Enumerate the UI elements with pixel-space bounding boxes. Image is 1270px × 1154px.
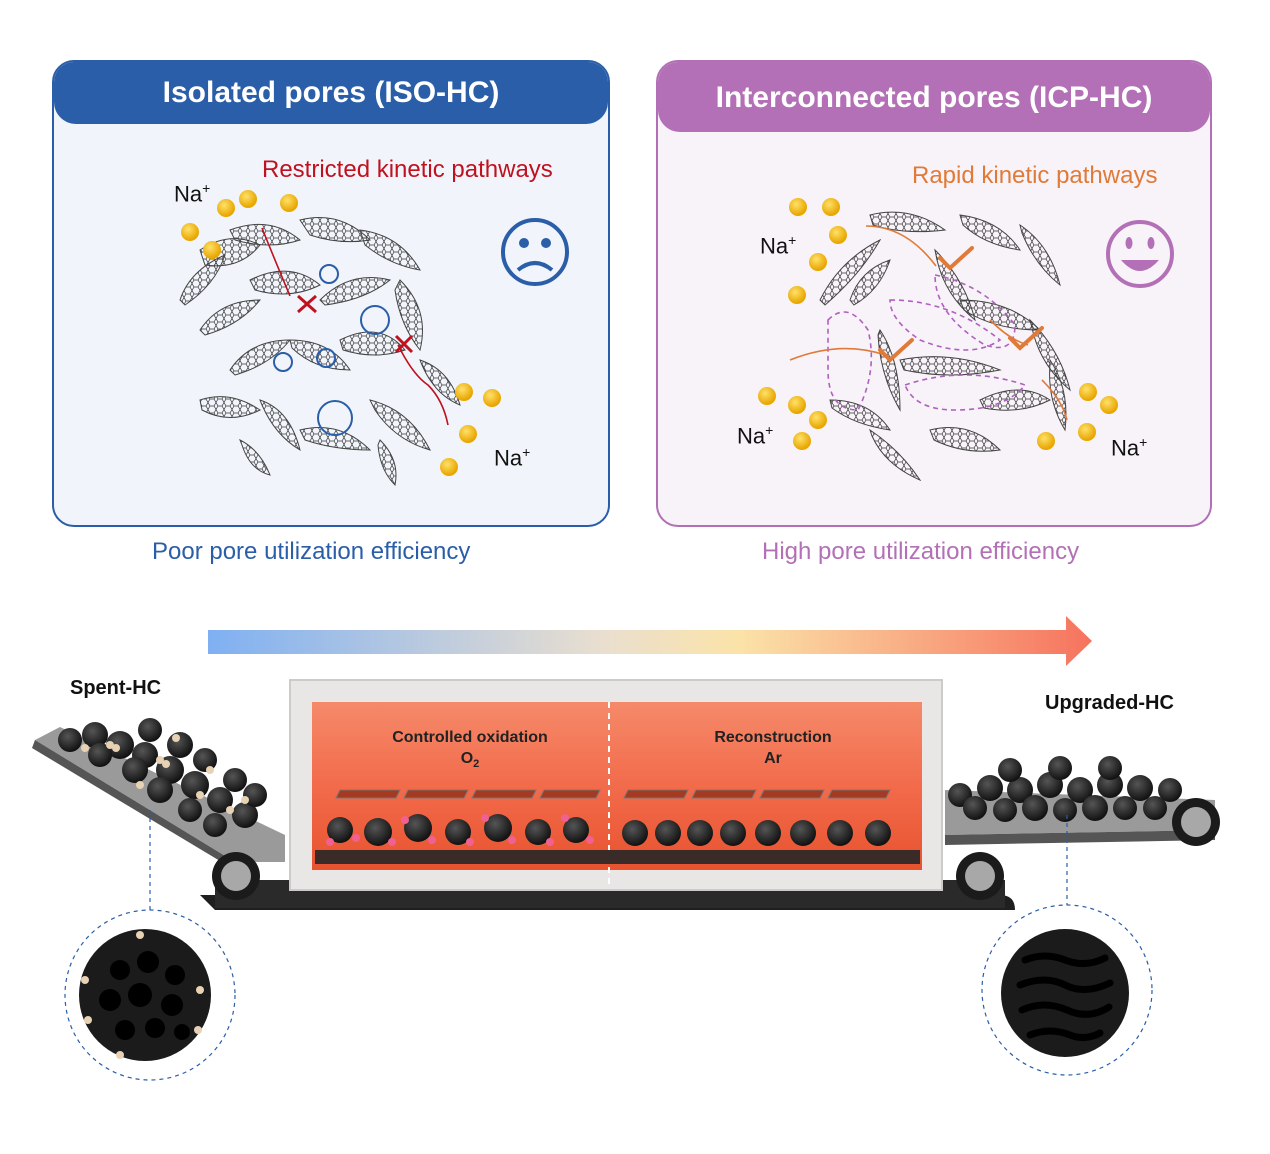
iso-hc-title: Isolated pores (ISO-HC) xyxy=(54,62,608,124)
iso-hc-carbon-cluster xyxy=(179,217,461,487)
iso-hc-caption: Poor pore utilization efficiency xyxy=(152,538,471,565)
icp-hc-title: Interconnected pores (ICP-HC) xyxy=(658,62,1210,132)
sad-face-icon xyxy=(501,218,569,286)
icp-hc-caption: High pore utilization efficiency xyxy=(762,538,1080,565)
rapid-pathway-label: Rapid kinetic pathways xyxy=(912,162,1158,189)
roller-wheels xyxy=(212,798,1220,900)
oxidation-stage-title: Controlled oxidation xyxy=(392,729,548,746)
na-ions-left xyxy=(181,190,501,476)
spent-hc-particles xyxy=(58,718,267,837)
na-ion-label-bottom-left-right-panel: Na+ xyxy=(737,422,774,449)
na-ion-label-top-left: Na+ xyxy=(174,180,211,207)
na-ion-label-top-right-panel: Na+ xyxy=(760,232,797,259)
iso-hc-panel: Isolated pores (ISO-HC) xyxy=(52,60,610,527)
reconstruction-stage-title: Reconstruction xyxy=(714,729,832,746)
process-gradient-arrow xyxy=(208,616,1092,666)
upgraded-hc-particles xyxy=(948,756,1182,822)
furnace xyxy=(289,679,943,891)
na-ions-right xyxy=(758,198,1118,450)
spent-hc-label: Spent-HC xyxy=(70,677,162,699)
restricted-pathway-label: Restricted kinetic pathways xyxy=(262,156,553,183)
check-mark-icon xyxy=(878,246,1044,363)
blocked-x-icon xyxy=(297,294,414,354)
upgraded-hc-zoom-callout xyxy=(981,815,1153,1076)
spent-hc-zoom-callout xyxy=(64,810,236,1081)
upgraded-hc-label: Upgraded-HC xyxy=(1045,692,1174,714)
oxidation-stage-gas: O2 xyxy=(460,750,480,771)
icp-hc-panel: Interconnected pores (ICP-HC) xyxy=(656,60,1212,527)
icp-hc-carbon-cluster xyxy=(789,211,1071,482)
na-ion-label-bottom-right-right-panel: Na+ xyxy=(1111,434,1148,461)
happy-face-icon xyxy=(1106,220,1174,288)
na-ion-label-bottom-left: Na+ xyxy=(494,444,531,471)
reconstruction-stage-gas: Ar xyxy=(764,750,782,767)
